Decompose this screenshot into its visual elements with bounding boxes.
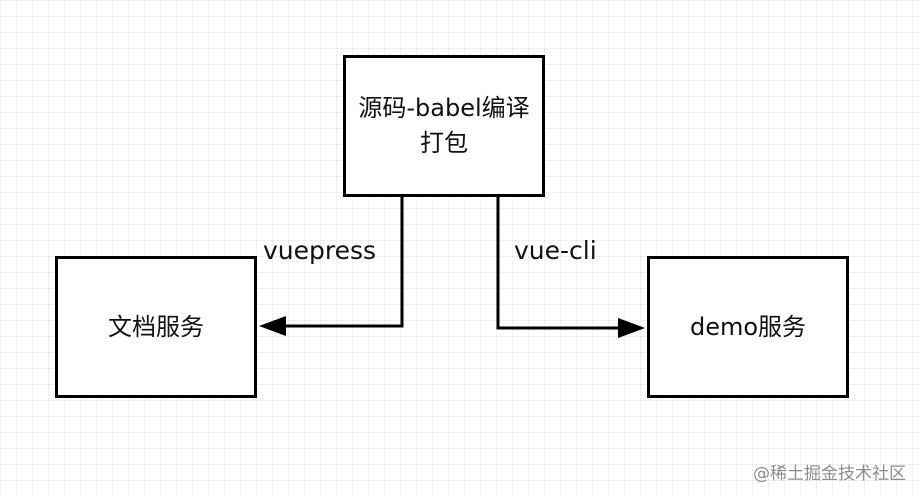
edge-source-to-demo (496, 197, 645, 338)
node-docs-service[interactable]: 文档服务 (55, 256, 257, 398)
node-source-label: 源码-babel编译打包 (358, 94, 530, 157)
node-docs-label: 文档服务 (108, 312, 204, 341)
node-demo-service[interactable]: demo服务 (647, 256, 849, 398)
node-source-babel-build[interactable]: 源码-babel编译打包 (343, 55, 545, 197)
arrowhead-right-icon (618, 318, 645, 338)
edge-label-vuepress: vuepress (263, 236, 377, 265)
arrowhead-left-icon (259, 316, 286, 336)
edge-source-to-docs (259, 197, 404, 336)
edge-label-vue-cli: vue-cli (514, 236, 597, 265)
connector-vuecli-line (496, 197, 620, 330)
node-demo-label: demo服务 (689, 312, 807, 341)
connector-vuepress-line (284, 197, 404, 328)
watermark: @稀土掘金技术社区 (753, 464, 906, 484)
